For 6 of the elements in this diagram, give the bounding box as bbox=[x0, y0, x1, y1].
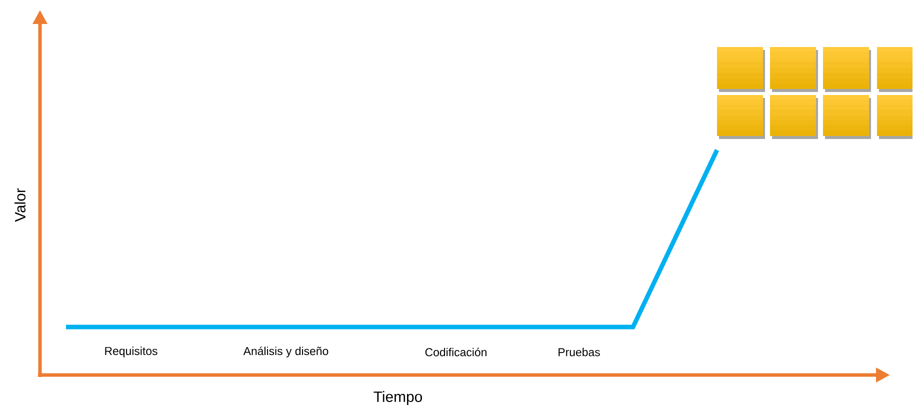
phase-label: Codificación bbox=[425, 348, 486, 356]
phase-label: Requisitos bbox=[105, 346, 158, 358]
phase-label: Análisis y diseño bbox=[243, 346, 328, 358]
phase-label: Pruebas bbox=[558, 348, 600, 356]
axis-label: Tiempo bbox=[374, 391, 422, 405]
axis-label: Valor bbox=[14, 188, 26, 222]
